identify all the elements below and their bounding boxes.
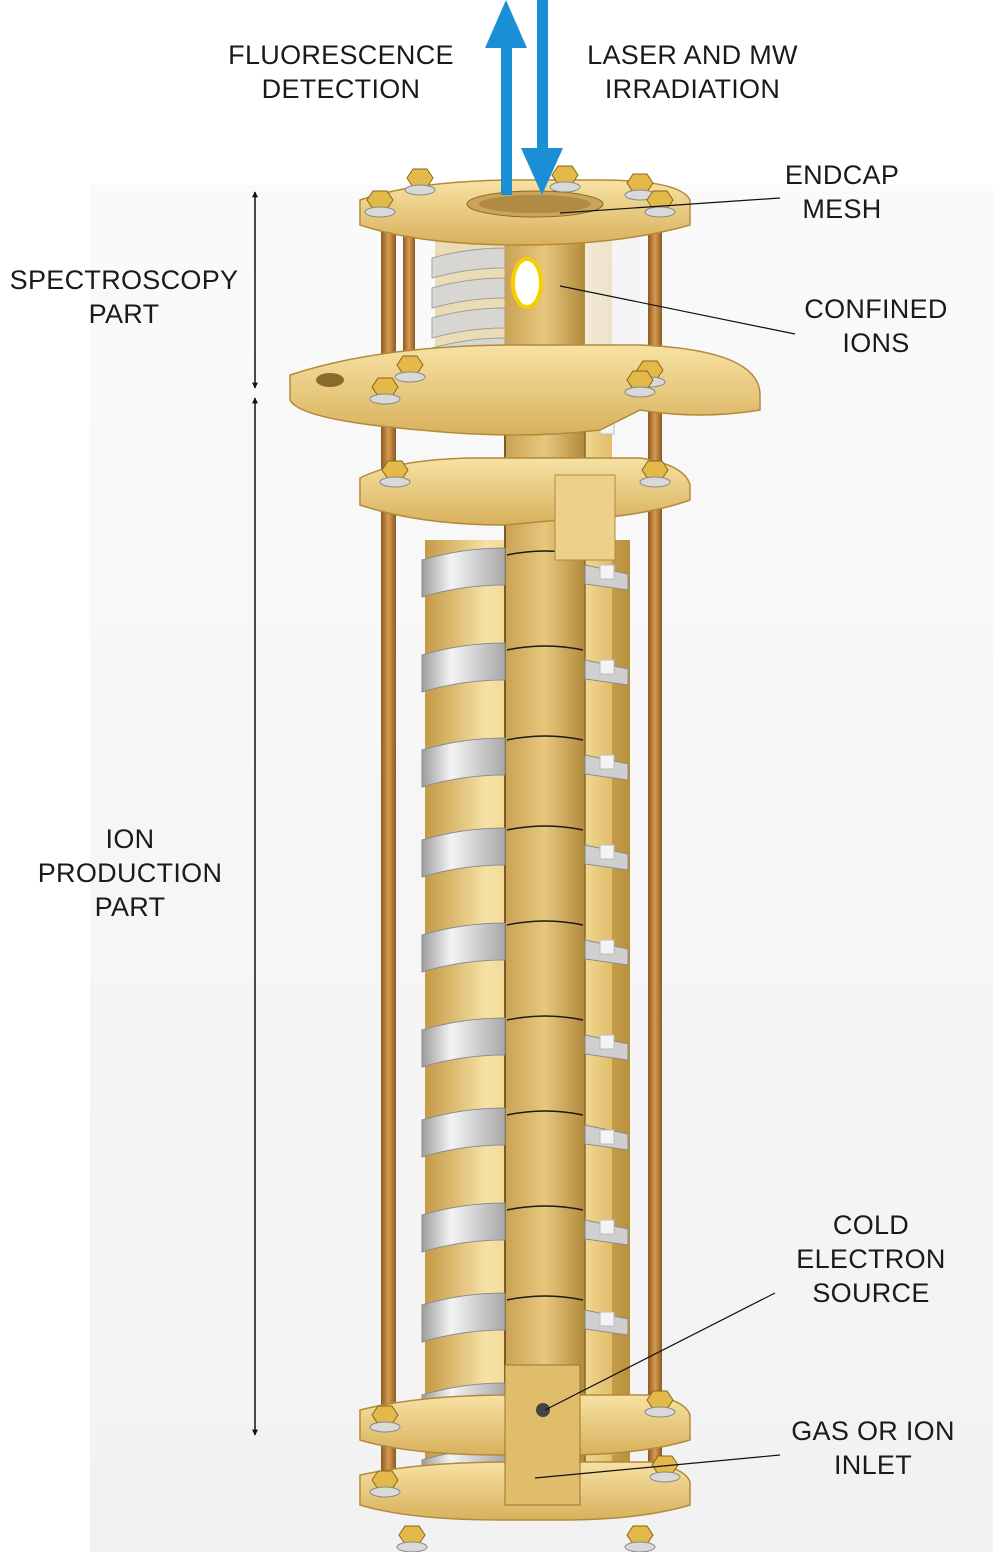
tab [599,1311,615,1327]
laser-arrow [521,0,563,195]
tab [599,659,615,675]
top-flange [359,179,691,246]
hex-nut [639,460,671,488]
confined-ions-cloud [511,257,543,309]
bore-line [506,1110,584,1116]
bore-line [506,1015,584,1021]
hex-nut [549,165,581,193]
tab [599,1219,615,1235]
cold-electron-leader [544,1292,776,1411]
tab [599,1129,615,1145]
support-rods [381,205,662,1510]
tab [599,564,615,580]
electrode-ring [421,922,629,973]
rod-left [381,220,396,1510]
electron-source-block [504,1364,581,1506]
hex-nuts [364,165,681,1552]
hex-nut [394,355,426,383]
bore-line [506,825,584,831]
bore-line [506,1205,584,1211]
hex-nut [644,190,676,218]
middle-flange [289,344,761,436]
bore-line [506,1295,584,1301]
hex-nut [364,190,396,218]
tab [599,939,615,955]
hex-nut [369,377,401,405]
electrode-ring [421,737,629,788]
tab [599,754,615,770]
hex-nut [624,370,656,398]
hex-nut [624,1525,656,1552]
bore-line [506,645,584,651]
tab [599,1034,615,1050]
bore-line [506,735,584,741]
leader-lines [534,197,796,1479]
tab [599,844,615,860]
hex-nut [396,1525,428,1552]
rod-right [648,205,662,1505]
hex-nut [649,1455,681,1483]
fluorescence-arrow [485,0,527,195]
bottom-flanges [359,1364,691,1521]
hex-nut [644,1390,676,1418]
confined-leader [559,285,796,335]
endcap-leader [559,197,781,214]
hex-nut [369,1405,401,1433]
bore-line [506,920,584,926]
upper-clamp-flange [359,457,691,561]
hex-nut [379,460,411,488]
hex-nut [369,1470,401,1498]
hex-nut [404,168,436,196]
gas-inlet-leader [534,1454,781,1479]
